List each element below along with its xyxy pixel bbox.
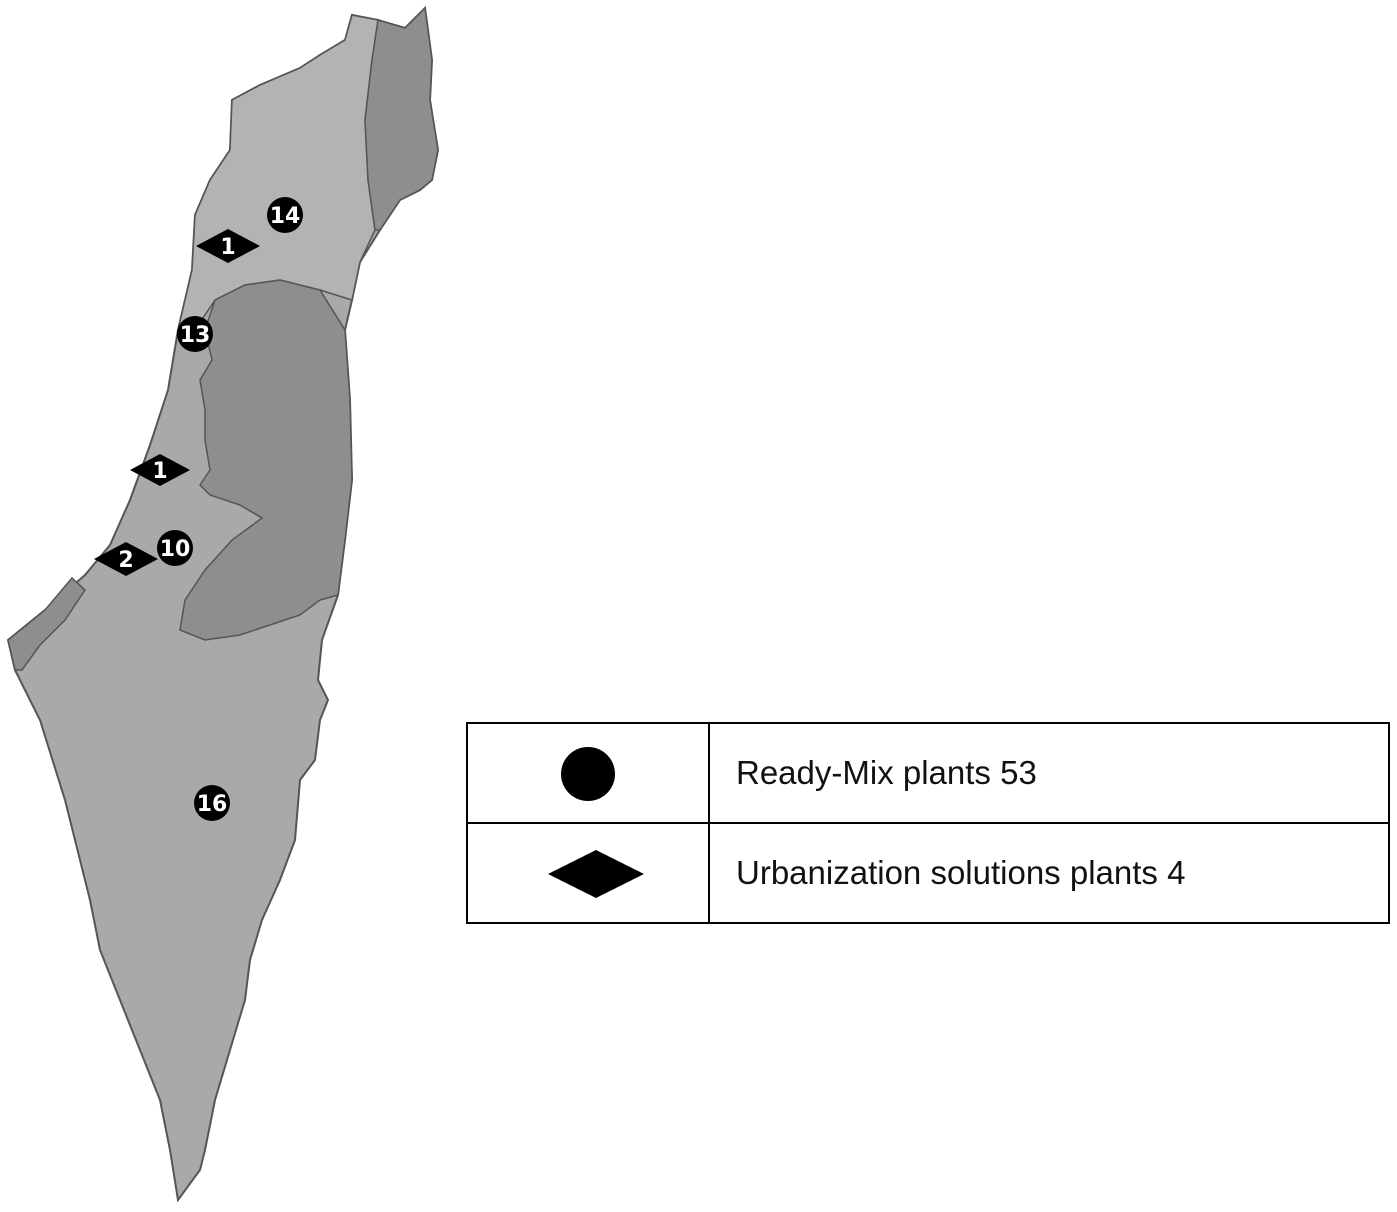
marker-label: 1	[152, 459, 167, 484]
marker-circle-1: 14	[267, 197, 303, 233]
marker-label: 2	[118, 548, 133, 573]
legend-symbol-cell	[468, 724, 710, 822]
legend: Ready-Mix plants 53 Urbanization solutio…	[466, 722, 1390, 924]
marker-circle-3: 10	[157, 530, 193, 566]
diamond-icon	[548, 850, 644, 898]
legend-row: Urbanization solutions plants 4	[468, 824, 1388, 922]
circle-icon	[561, 747, 615, 801]
legend-label: Ready-Mix plants 53	[736, 754, 1037, 791]
legend-label: Urbanization solutions plants 4	[736, 854, 1186, 891]
marker-circle-4: 16	[194, 785, 230, 821]
marker-label: 13	[180, 323, 211, 348]
region-central-east	[179, 279, 353, 641]
marker-label: 1	[220, 235, 235, 260]
marker-diamond-2: 1	[130, 454, 190, 486]
region-golan	[364, 6, 439, 231]
legend-symbol-cell	[468, 824, 710, 922]
marker-diamond-3: 2	[94, 542, 158, 576]
marker-diamond-1: 1	[196, 229, 260, 263]
marker-label: 14	[270, 204, 301, 229]
marker-circle-2: 13	[177, 316, 213, 352]
marker-label: 10	[160, 537, 191, 562]
legend-row: Ready-Mix plants 53	[468, 724, 1388, 824]
region-southwest-strip	[7, 576, 86, 671]
marker-label: 16	[197, 792, 228, 817]
